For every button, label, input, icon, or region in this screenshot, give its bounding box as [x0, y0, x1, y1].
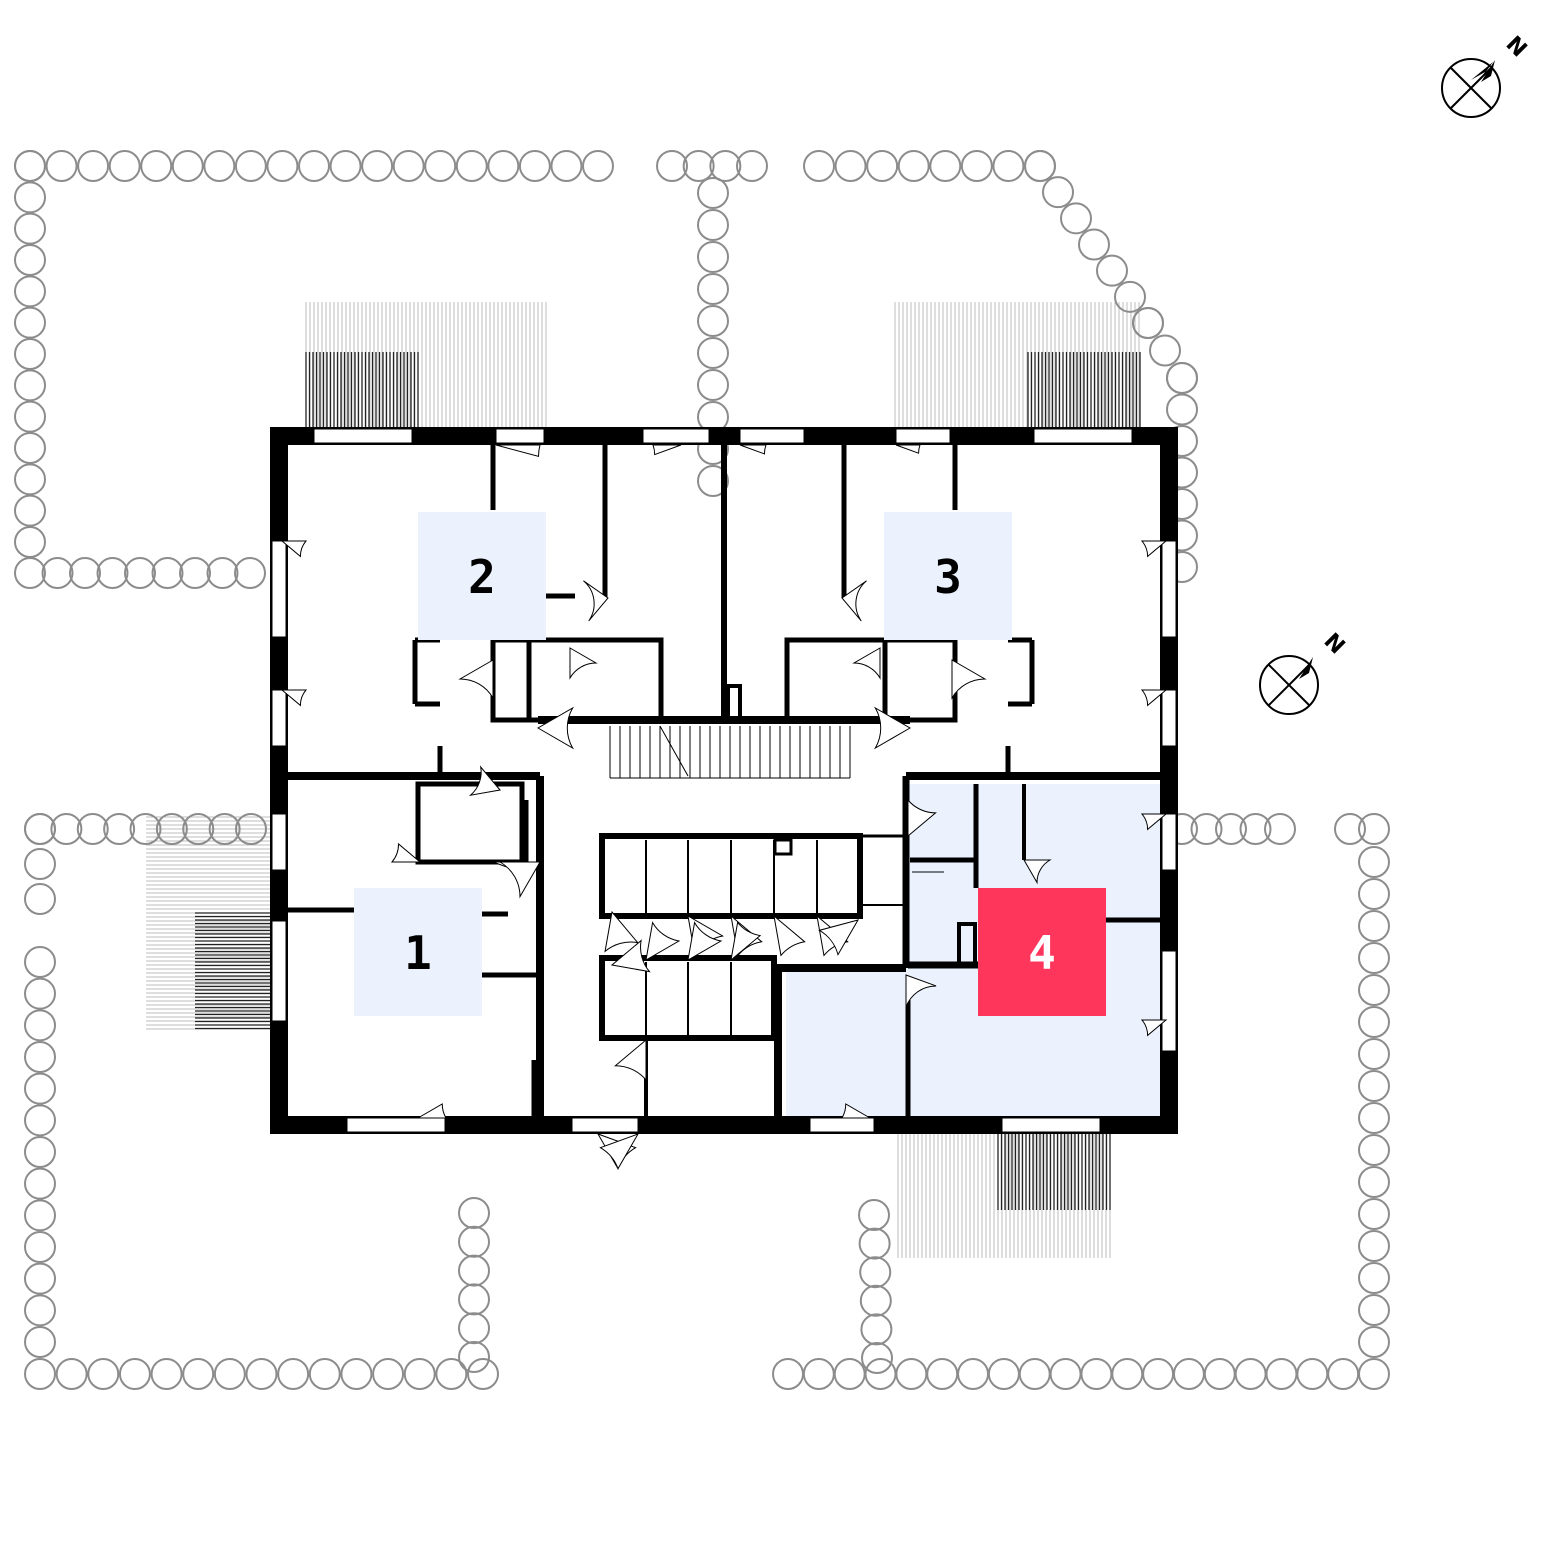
north-label: N — [1319, 629, 1350, 660]
unit-3-marker[interactable]: 3 — [884, 512, 1012, 640]
unit-3-label: 3 — [934, 550, 962, 604]
unit-4-label: 4 — [1028, 926, 1056, 980]
staircase — [609, 725, 851, 779]
unit-4-marker-selected[interactable]: 4 — [978, 888, 1106, 1016]
unit-2-marker[interactable]: 2 — [418, 512, 546, 640]
unit-1-marker[interactable]: 1 — [354, 888, 482, 1016]
unit-2-label: 2 — [468, 550, 496, 604]
north-label: N — [1501, 32, 1532, 63]
terraces — [146, 302, 1141, 1258]
north-arrow-icon: N — [1259, 629, 1350, 715]
doors — [280, 444, 1168, 1170]
north-arrow-icon: N — [1441, 32, 1532, 118]
hedges — [14, 150, 1390, 1390]
exterior-walls — [270, 427, 1178, 1134]
unit-1-label: 1 — [404, 926, 432, 980]
